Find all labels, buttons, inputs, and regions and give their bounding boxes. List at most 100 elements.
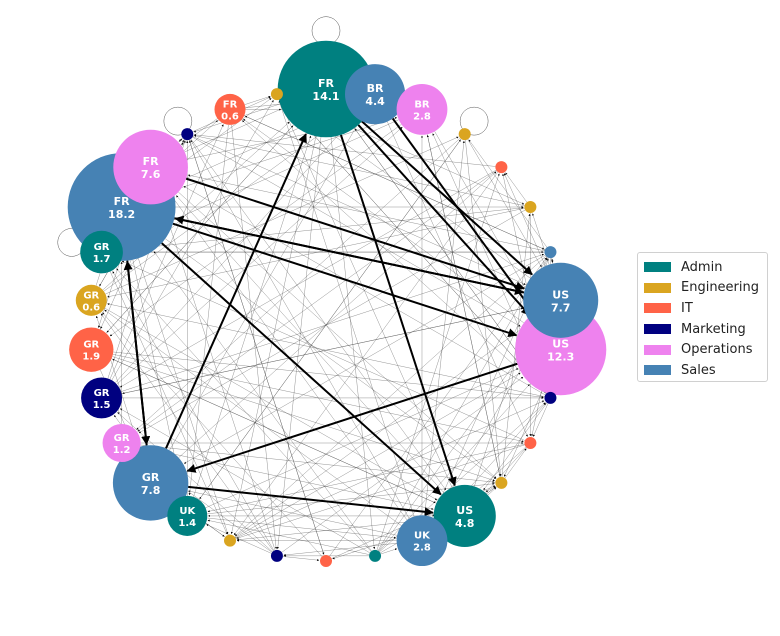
node-label-value: 7.6 — [141, 168, 161, 181]
edge-thin — [116, 268, 372, 552]
edge-thin — [115, 117, 355, 383]
legend-item: Marketing — [644, 319, 761, 340]
node — [495, 161, 508, 174]
edge-thin — [116, 126, 403, 385]
edge-thin — [190, 138, 446, 491]
edge-heavy — [361, 120, 533, 276]
node-label-country: BR — [414, 99, 430, 110]
legend-label: Engineering — [681, 280, 759, 296]
legend-swatch-sales — [644, 365, 671, 376]
legend-item: IT — [644, 298, 761, 319]
node-circle — [524, 201, 537, 213]
edge-thin — [276, 137, 322, 550]
node-circle — [369, 549, 382, 562]
legend-swatch-operations — [644, 344, 671, 355]
network-diagram: FR18.2FR14.1US12.3GR7.8US7.7FR7.6US4.8BR… — [57, 16, 607, 567]
node-label-country: GR — [94, 388, 110, 399]
edge-thin — [504, 173, 546, 267]
edge-thin — [140, 446, 434, 510]
node-label-country: GR — [83, 290, 99, 301]
edge-heavy — [123, 260, 148, 446]
edge-thin — [468, 139, 548, 248]
edge-thin — [434, 131, 538, 310]
node — [524, 201, 537, 213]
node: GR0.6 — [75, 284, 107, 316]
node-label-value: 12.3 — [547, 351, 574, 364]
legend-swatch-engineering — [644, 282, 671, 293]
node: US4.8 — [433, 484, 496, 548]
node-circle — [181, 128, 194, 141]
edge-thin — [178, 191, 497, 479]
legend-item: Sales — [644, 360, 761, 381]
node-label-country: GR — [114, 433, 130, 444]
edge-thin — [242, 120, 547, 395]
node-circle — [214, 93, 246, 125]
node: FR7.6 — [113, 129, 188, 205]
legend-swatch-marketing — [644, 324, 671, 335]
edge-thin — [380, 548, 398, 555]
edge-thin — [235, 372, 521, 538]
node: FR0.6 — [214, 93, 246, 125]
edge-thin — [465, 140, 502, 477]
node: GR1.7 — [80, 230, 123, 274]
legend-label: Marketing — [681, 321, 746, 337]
edge-thin — [176, 195, 445, 493]
node: GR1.5 — [81, 377, 123, 419]
node-label-value: 0.6 — [221, 111, 239, 122]
node — [320, 555, 332, 567]
edge-thin — [188, 139, 325, 555]
node-circle — [458, 128, 471, 141]
edge-thin — [140, 444, 495, 484]
node-label-value: 14.1 — [312, 90, 339, 103]
edge-thin — [205, 368, 519, 508]
edge-thin — [282, 556, 320, 562]
node-circle — [69, 327, 114, 372]
edge-thin — [279, 100, 453, 488]
edge-thin — [504, 391, 543, 477]
edge-thin — [104, 309, 402, 526]
edge-thin — [111, 358, 436, 504]
edge-thin — [178, 137, 183, 142]
edge-thin — [236, 519, 434, 541]
edge-thin — [206, 524, 272, 554]
edge-thin — [283, 543, 397, 556]
edge-thin — [193, 134, 525, 206]
edge-thin — [122, 206, 524, 251]
node-circle — [277, 40, 375, 138]
node-circle — [523, 262, 599, 338]
edge-thin — [194, 133, 496, 167]
node: BR4.4 — [344, 64, 406, 125]
edge-thin — [105, 125, 294, 334]
node: UK2.8 — [396, 515, 448, 567]
edge-thin — [207, 444, 525, 513]
heavy-edges — [123, 117, 535, 517]
edge-thin — [153, 251, 372, 552]
edge-thin — [138, 209, 526, 434]
legend-item: Admin — [644, 257, 761, 278]
edge-thin — [137, 170, 497, 432]
self-loop — [459, 106, 489, 136]
node-label-value: 1.7 — [93, 254, 111, 265]
node-circle — [270, 549, 283, 562]
node-label-country: FR — [318, 77, 335, 90]
node-label-value: 1.4 — [178, 518, 196, 529]
edge-thin — [377, 257, 548, 551]
node-circle — [320, 555, 332, 567]
node-circle — [433, 484, 496, 548]
edge-thin — [243, 118, 524, 324]
node: GR1.9 — [69, 327, 114, 372]
edge-thin — [183, 254, 546, 464]
edge-thin — [169, 120, 360, 451]
edge-thin — [281, 376, 524, 553]
node — [369, 549, 382, 562]
edge-heavy — [357, 124, 531, 316]
edge-thin — [138, 258, 229, 535]
edge-thin — [378, 331, 539, 552]
node-circle — [544, 246, 557, 259]
edge-thin — [192, 136, 526, 285]
edge-thin — [424, 140, 465, 516]
node-circle — [524, 437, 537, 449]
node-label-value: 0.6 — [82, 302, 100, 313]
self-loop — [163, 106, 193, 136]
